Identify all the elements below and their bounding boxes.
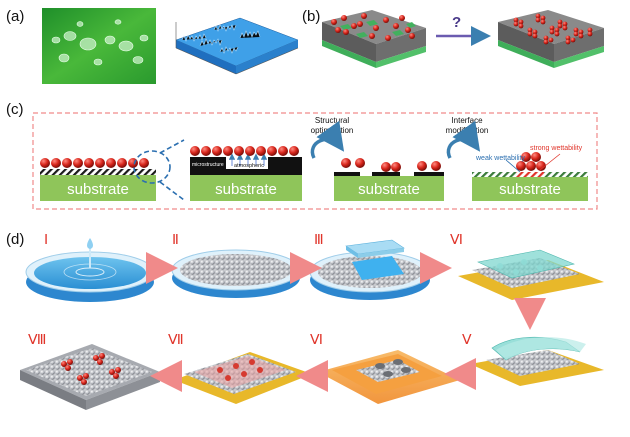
panel-c-step2-substrate-label: substrate [215,181,277,198]
panel-b-question-mark: ? [452,14,461,31]
panel-c-step4-substrate-label: substrate [499,181,561,198]
step-label-4: Ⅵ [450,233,463,248]
panel-label-d: (d) [6,231,25,248]
panel-c-microstructure-label: microstructure [192,162,224,168]
panel-c-atmospheric-pressure-label: atmospheric pressure [234,163,264,175]
step-label-3: Ⅲ [314,233,324,248]
panel-c-step1-substrate [40,139,185,201]
panel-label-c: (c) [6,101,24,118]
panel-c-dashed-frame [32,112,598,210]
step-label-5: Ⅴ [462,333,472,348]
panel-d-step4-gold-hydrogel [458,249,604,300]
panel-d-step1-dish-water [25,238,155,302]
panel-a-lotus-leaf-photo [42,8,156,84]
panel-d-step7-red-pattern [174,352,312,404]
panel-d-step8-final-array [20,344,160,410]
panel-c-step3-substrate [334,158,444,201]
step-label-1: Ⅰ [44,233,49,248]
panel-c-structural-optimisation-wrap: Structural optimisation [310,116,354,135]
panel-d-step2-dish-monolayer [171,249,301,298]
panel-c-step1-substrate-label: substrate [67,181,129,198]
panel-d-step6-orange-layer [318,350,460,404]
panel-c-curved-arrow-2 [446,120,481,159]
panel-c-strong-wettability-label: strong wettability [530,145,583,152]
step-label-2: Ⅱ [172,233,179,248]
step-label-8: Ⅷ [28,333,47,348]
step-label-6: Ⅵ [310,333,323,348]
panel-c-structural-optimisation-label: Structural optimisation [310,116,354,135]
panel-c-interface-modification-label: Interface modification [445,116,489,135]
panel-d-process-arrows [146,252,546,392]
panel-a-surface-topography-plot [175,17,299,75]
panel-c-curved-arrow-1 [310,120,345,159]
panel-b-ordered-pattern-substrate [498,10,604,68]
panel-d-step5-peeling [470,336,604,386]
step-label-7: Ⅶ [168,333,184,348]
panel-label-b: (b) [302,8,321,25]
panel-b-random-pattern-substrate [322,10,426,68]
panel-label-a: (a) [6,8,25,25]
panel-c-step4-substrate [472,152,588,201]
panel-c-atmospheric-pressure-wrap: atmospheric pressure [234,163,264,175]
panel-c-step3-substrate-label: substrate [358,181,420,198]
panel-c-weak-wettability-label: weak wettability [475,155,526,162]
panel-d-step3-transfer [309,239,431,300]
panel-c-step2-microstructure [190,146,302,201]
